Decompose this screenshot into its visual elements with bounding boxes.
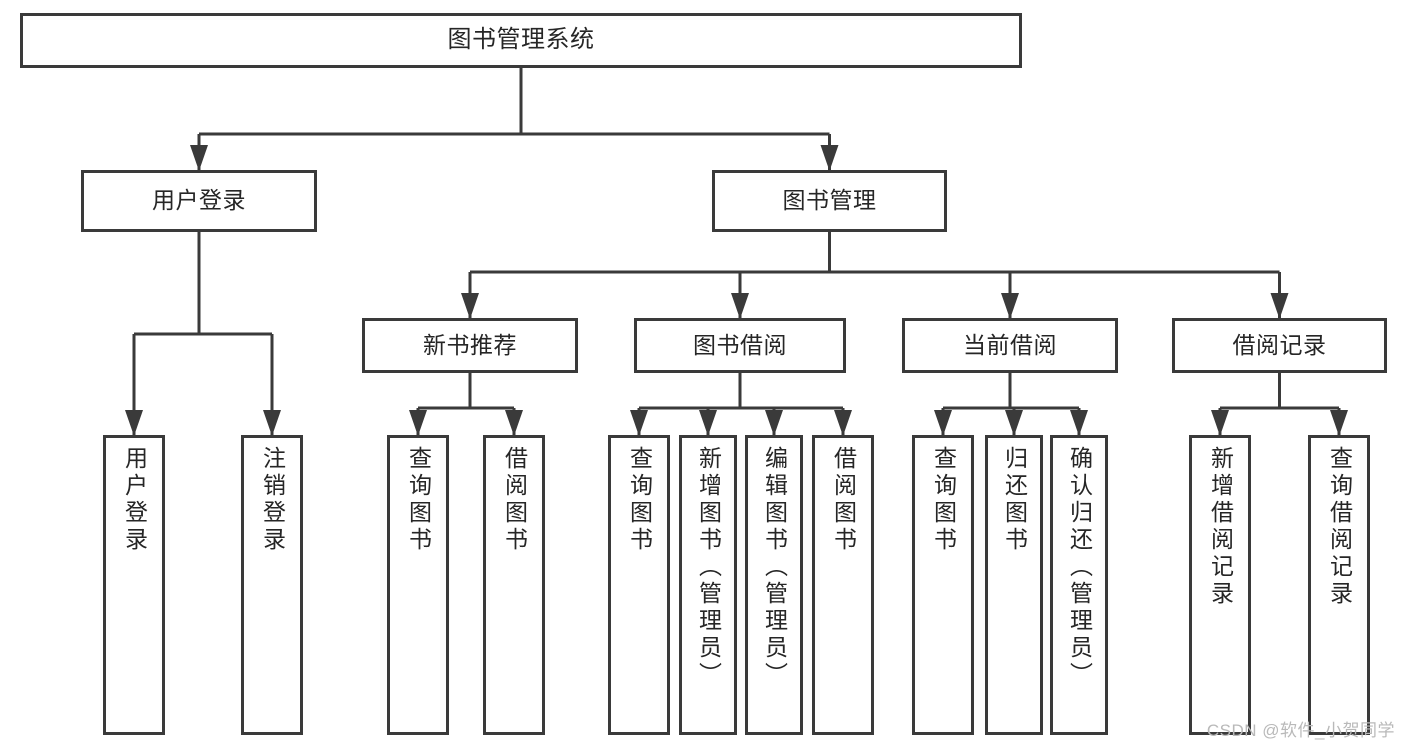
arrowhead-icon [263,410,281,436]
node-label: 新增图书（管理员） [695,446,722,689]
node-leaf-edit-book[interactable]: 编辑图书（管理员） [745,435,803,735]
node-label: 新增借阅记录 [1207,446,1234,608]
arrowhead-icon [125,410,143,436]
node-leaf-logout[interactable]: 注销登录 [241,435,303,735]
watermark: CSDN @软件_小贺同学 [1206,721,1395,740]
node-leaf-add-rec[interactable]: 新增借阅记录 [1189,435,1251,735]
arrowhead-icon [1211,410,1229,436]
node-leaf-borrow-1[interactable]: 借阅图书 [483,435,545,735]
node-label: 查询图书 [930,446,957,554]
node-leaf-confirm[interactable]: 确认归还（管理员） [1050,435,1108,735]
node-borrow-record[interactable]: 借阅记录 [1172,318,1387,373]
node-label: 查询图书 [405,446,432,554]
node-leaf-borrow-2[interactable]: 借阅图书 [812,435,874,735]
node-label: 用户登录 [152,187,246,214]
arrowhead-icon [820,145,839,171]
node-leaf-user-login[interactable]: 用户登录 [103,435,165,735]
arrowhead-icon [505,410,523,436]
node-label: 借阅图书 [830,446,857,554]
node-label: 图书管理 [782,187,877,214]
node-label: 借阅记录 [1232,331,1327,358]
arrowhead-icon [409,410,427,436]
arrowhead-icon [1001,293,1019,319]
node-book-borrow[interactable]: 图书借阅 [634,318,846,373]
arrowhead-icon [1070,410,1088,436]
node-leaf-add-book[interactable]: 新增图书（管理员） [679,435,737,735]
node-label: 新书推荐 [423,331,517,358]
arrowhead-icon [630,410,648,436]
arrowhead-icon [834,410,852,436]
node-label: 编辑图书（管理员） [761,446,788,689]
arrowhead-icon [765,410,783,436]
arrowhead-icon [1270,293,1289,319]
node-root[interactable]: 图书管理系统 [20,13,1022,68]
node-current-borrow[interactable]: 当前借阅 [902,318,1118,373]
node-leaf-query-2[interactable]: 查询图书 [608,435,670,735]
arrowhead-icon [461,293,479,319]
node-label: 注销登录 [259,446,286,554]
node-label: 图书借阅 [693,331,787,358]
node-label: 图书管理系统 [447,26,595,54]
node-label: 当前借阅 [963,331,1057,358]
node-leaf-return[interactable]: 归还图书 [985,435,1043,735]
node-label: 用户登录 [121,446,148,554]
node-user-login[interactable]: 用户登录 [81,170,317,232]
arrowhead-icon [1005,410,1023,436]
node-label: 查询借阅记录 [1326,446,1353,608]
arrowhead-icon [1330,410,1348,436]
node-leaf-query-1[interactable]: 查询图书 [387,435,449,735]
arrowhead-icon [731,293,749,319]
arrowhead-icon [699,410,717,436]
node-label: 查询图书 [626,446,653,554]
node-book-manage[interactable]: 图书管理 [712,170,947,232]
arrowhead-icon [190,145,208,171]
node-label: 借阅图书 [501,446,528,554]
node-leaf-query-3[interactable]: 查询图书 [912,435,974,735]
arrowhead-icon [934,410,952,436]
node-new-book-rec[interactable]: 新书推荐 [362,318,578,373]
node-label: 确认归还（管理员） [1066,446,1093,689]
node-leaf-query-rec[interactable]: 查询借阅记录 [1308,435,1370,735]
node-label: 归还图书 [1001,446,1028,554]
